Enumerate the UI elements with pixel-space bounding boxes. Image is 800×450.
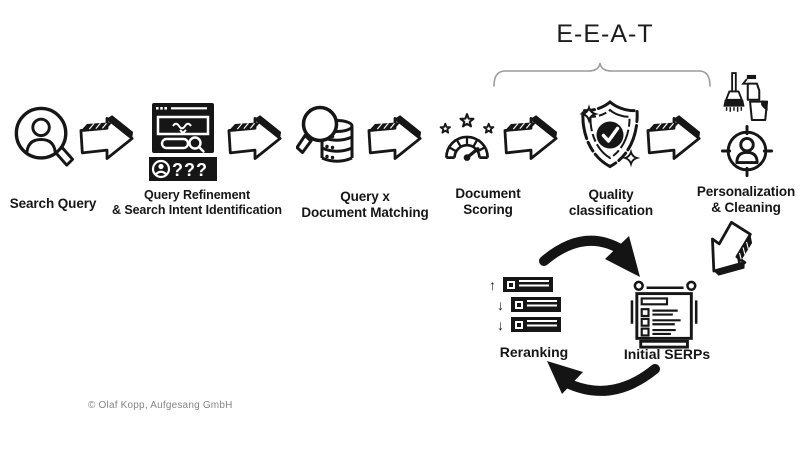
quality-classification-icon [581, 100, 639, 169]
rank-row-down-2: ↓ [494, 317, 561, 332]
reranking-icon: ↑ ↓ ↓ [486, 277, 561, 337]
stage-label-document-scoring: Document Scoring [455, 186, 521, 218]
rank-down-arrow-icon: ↓ [497, 316, 504, 333]
refinement-questionmarks: ??? [172, 160, 208, 180]
rank-row-up: ↑ [486, 277, 561, 292]
flow-arrow-5-icon [645, 111, 703, 165]
search-query-icon [14, 106, 74, 167]
copyright-note: © Olaf Kopp, Aufgesang GmbH [88, 400, 233, 411]
query-refinement-icon: ??? [149, 103, 217, 181]
rank-up-arrow-icon: ↑ [489, 276, 496, 293]
flow-arrow-3-icon [366, 111, 424, 165]
result-item [511, 317, 561, 332]
result-item [503, 277, 553, 292]
reranking-label: Reranking [499, 344, 569, 360]
stage-label-search-query: Search Query [9, 196, 97, 211]
initial-serps-icon [630, 280, 698, 349]
cycle-arrow-bottom-icon [547, 361, 660, 396]
eeat-brace [493, 62, 711, 87]
document-matching-icon [296, 105, 354, 163]
rank-down-arrow-icon: ↓ [497, 296, 504, 313]
document-scoring-icon [439, 113, 495, 161]
initial-serps-label: Initial SERPs [623, 346, 711, 362]
flow-arrow-1-icon [78, 111, 136, 165]
rank-row-down-1: ↓ [494, 297, 561, 312]
eeat-title: E-E-A-T [556, 20, 654, 48]
stage-label-personalization: Personalization & Cleaning [696, 184, 796, 216]
cycle-arrow-top-icon [539, 235, 640, 277]
stage-label-quality-classification: Quality classification [568, 187, 654, 219]
result-item [511, 297, 561, 312]
drop-arrow-icon [695, 216, 765, 287]
flow-arrow-2-icon [226, 111, 284, 165]
flow-arrow-4-icon [502, 111, 560, 165]
cleaning-tools-icon [723, 72, 768, 122]
stage-label-document-matching: Query x Document Matching [301, 189, 429, 221]
personalization-target-icon [720, 124, 774, 178]
stage-label-query-refinement: Query Refinement & Search Intent Identif… [112, 188, 282, 217]
